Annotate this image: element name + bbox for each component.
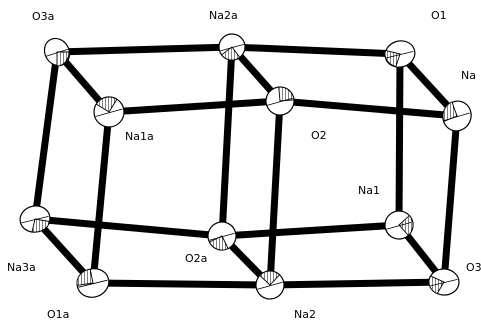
atom-O1a [76,268,110,298]
atom-Na [442,100,472,132]
label-Na2: Na2 [294,308,316,321]
label-Na: Na [461,69,476,82]
label-O2a: O2a [185,252,207,265]
label-Na1a: Na1a [125,130,154,143]
bond-O3a-Na2a [56,43,233,56]
atom-O2 [265,86,295,116]
bond-Na1a-O1a [89,111,113,284]
bond-O2a-Na1 [221,221,400,240]
atom-ellipsoids [19,33,472,300]
atom-O3 [428,268,460,296]
atom-Na2 [255,270,285,300]
atom-Na2a [218,33,246,61]
bond-Na-O3 [440,115,461,283]
label-O3a: O3a [32,10,54,23]
atom-Na1a [93,96,125,128]
bond-Na2a-O1 [231,43,401,58]
bond-O3a-Na3a [31,51,61,220]
bond-O1a-Na2 [92,279,271,289]
atom-O2a [207,221,237,251]
label-Na3a: Na3a [7,261,36,274]
bond-Na2-O3 [269,278,445,289]
atom-O1 [384,40,416,68]
label-O1: O1 [431,9,447,22]
atom-O3a [43,37,71,67]
label-Na1: Na1 [358,184,380,197]
label-O2: O2 [311,129,327,142]
label-Na2a: Na2a [209,9,238,22]
bond-Na3a-O2a [34,215,223,240]
bond-O2-Na [279,97,458,120]
atom-labels: O3a Na2a O1 Na Na1a O2 Na1 Na3a O2a O3 O… [7,9,481,321]
atom-Na3a [19,205,51,233]
label-O1a: O1a [47,308,69,321]
bond-Na2a-O2a [218,46,236,237]
label-O3: O3 [466,261,481,274]
bond-lines [31,43,461,289]
bond-O2-Na2 [266,100,284,286]
atom-Na1 [384,210,414,240]
bond-Na1a-O2 [108,97,281,116]
bond-O1-Na1 [395,53,404,226]
